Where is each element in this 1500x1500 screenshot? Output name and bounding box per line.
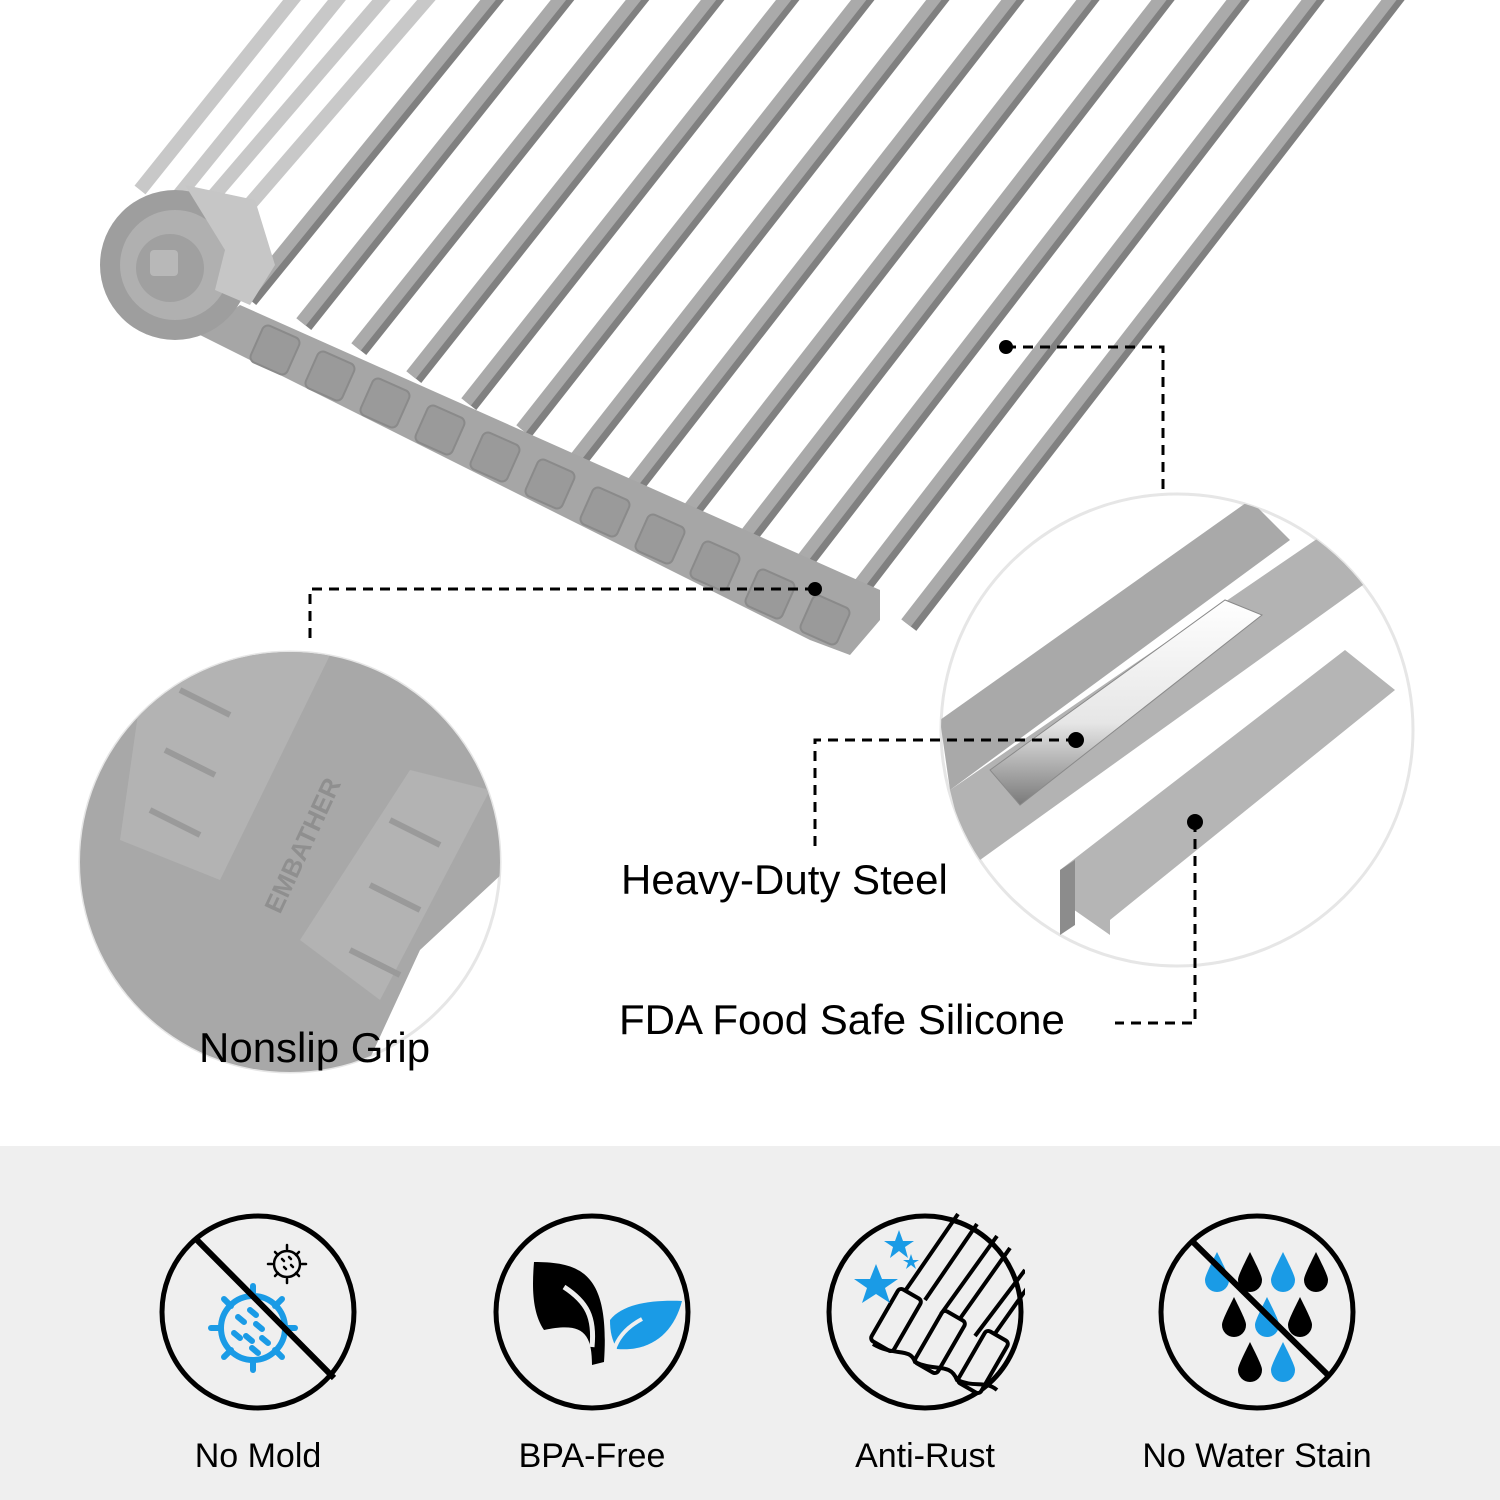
- feature-bpa-free: BPA-Free: [492, 1212, 692, 1475]
- rolled-end: [100, 185, 275, 340]
- heavy-duty-steel-label: Heavy-Duty Steel: [621, 856, 948, 903]
- feature-no-water-stain: No Water Stain: [1142, 1212, 1372, 1475]
- callout-lines: [308, 345, 1197, 1025]
- feature-no-mold: No Mold: [158, 1212, 358, 1475]
- feature-label: No Water Stain: [1142, 1437, 1372, 1475]
- feature-label: BPA-Free: [518, 1437, 666, 1475]
- nonslip-grip-label: Nonslip Grip: [199, 1024, 431, 1071]
- steel-top-callout-line: [1006, 345, 1165, 495]
- fda-silicone-label: FDA Food Safe Silicone: [619, 996, 1065, 1043]
- features-band: [0, 1146, 1500, 1500]
- material-magnifier: [939, 492, 1415, 968]
- feature-anti-rust: Anti-Rust: [825, 1212, 1025, 1475]
- callout-dots: [808, 340, 1203, 830]
- anti-rust-icon: [826, 1212, 1025, 1411]
- roll-up-rack-illustration: EMBATHER: [78, 0, 1415, 1074]
- no-mold-icon: [159, 1213, 357, 1411]
- product-diagram: EMBATHER Nonslip G: [78, 0, 1415, 1074]
- silicone-edge-strip: [200, 305, 880, 655]
- leaf-icon: [493, 1213, 691, 1411]
- feature-label: Anti-Rust: [855, 1437, 995, 1475]
- no-water-stain-icon: [1158, 1213, 1356, 1411]
- steel-callout-line: [813, 738, 1076, 848]
- rack-rods: [134, 0, 1405, 631]
- feature-label: No Mold: [194, 1437, 322, 1475]
- grip-magnifier: EMBATHER: [78, 650, 502, 1074]
